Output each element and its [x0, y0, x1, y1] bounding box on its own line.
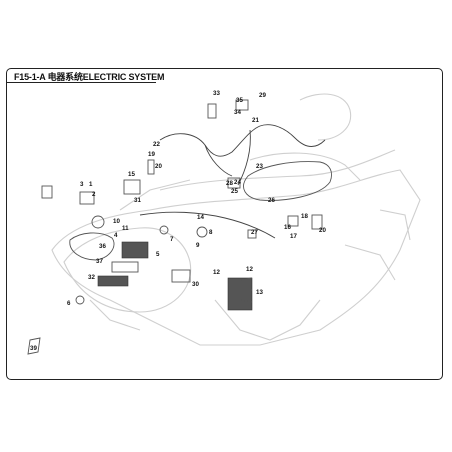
callout-label: 32	[88, 274, 95, 281]
wire-harness-lower	[139, 211, 276, 239]
callout-label: 20	[319, 227, 326, 234]
connector-20b	[311, 214, 323, 230]
diagram-title: F15-1-A 电器系统ELECTRIC SYSTEM	[14, 72, 165, 82]
callout-label: 39	[30, 345, 37, 352]
callout-label: 28	[226, 180, 233, 187]
callout-label: 37	[96, 258, 103, 265]
callout-label: 2	[92, 191, 96, 198]
callout-label: 21	[252, 117, 259, 124]
callout-label: 3	[80, 181, 84, 188]
bracket-35	[41, 185, 53, 199]
callout-label: 22	[153, 141, 160, 148]
bracket-30	[171, 269, 191, 283]
callout-label: 30	[192, 281, 199, 288]
callout-label: 10	[113, 218, 120, 225]
ecu-fins	[239, 277, 253, 303]
fuse-box-32	[97, 275, 129, 287]
callout-label: 23	[256, 163, 263, 170]
bracket-37	[111, 261, 139, 273]
diagram-frame	[6, 68, 443, 380]
callout-label: 26	[268, 197, 275, 204]
wire-harness-branch	[204, 129, 251, 186]
callout-label: 16	[284, 224, 291, 231]
callout-label: 7	[170, 236, 174, 243]
callout-label: 29	[259, 92, 266, 99]
callout-label: 27	[251, 229, 258, 236]
atv-frame-outline	[51, 93, 421, 346]
sensor-6	[75, 295, 85, 305]
callout-label: 1	[89, 181, 93, 188]
fuse-20	[147, 159, 155, 175]
callout-label: 36	[99, 243, 106, 250]
horn-10	[91, 215, 105, 229]
callout-label: 31	[134, 197, 141, 204]
sensor-16	[287, 215, 299, 227]
callout-label: 12	[213, 269, 220, 276]
callout-label: 15	[128, 171, 135, 178]
clip-27	[247, 229, 257, 239]
callout-label: 6	[67, 300, 71, 307]
callout-label: 25	[231, 188, 238, 195]
callout-label: 24	[234, 179, 241, 186]
wire-harness-main	[159, 124, 326, 157]
connector-29	[235, 99, 249, 111]
callout-label: 8	[209, 229, 213, 236]
switch-1	[79, 191, 95, 205]
fuse-9	[159, 225, 169, 235]
callout-label: 18	[301, 213, 308, 220]
callout-label: 5	[156, 251, 160, 258]
callout-label: 4	[114, 232, 118, 239]
wrench-icon	[27, 337, 41, 355]
relay-33	[207, 103, 217, 119]
headlight-housing	[69, 232, 115, 261]
relay-8	[196, 226, 208, 238]
title-underline	[6, 82, 156, 83]
callout-label: 12	[246, 266, 253, 273]
battery-4	[121, 241, 149, 259]
relay-28	[227, 177, 241, 189]
callout-label: 14	[197, 214, 204, 221]
callout-label: 19	[148, 151, 155, 158]
seat	[243, 161, 332, 201]
callout-labels: 33 29 35 34 22 21 19 20 23 28 24 25 26 1…	[30, 90, 326, 352]
callout-label: 33	[213, 90, 220, 97]
callout-label: 35	[236, 97, 243, 104]
callout-label: 13	[256, 289, 263, 296]
ecu-13	[227, 277, 253, 311]
module-15	[123, 179, 141, 195]
callout-label: 17	[290, 233, 297, 240]
callout-label: 11	[122, 225, 129, 232]
callout-label: 20	[155, 163, 162, 170]
callout-label: 9	[196, 242, 200, 249]
callout-label: 34	[234, 109, 241, 116]
